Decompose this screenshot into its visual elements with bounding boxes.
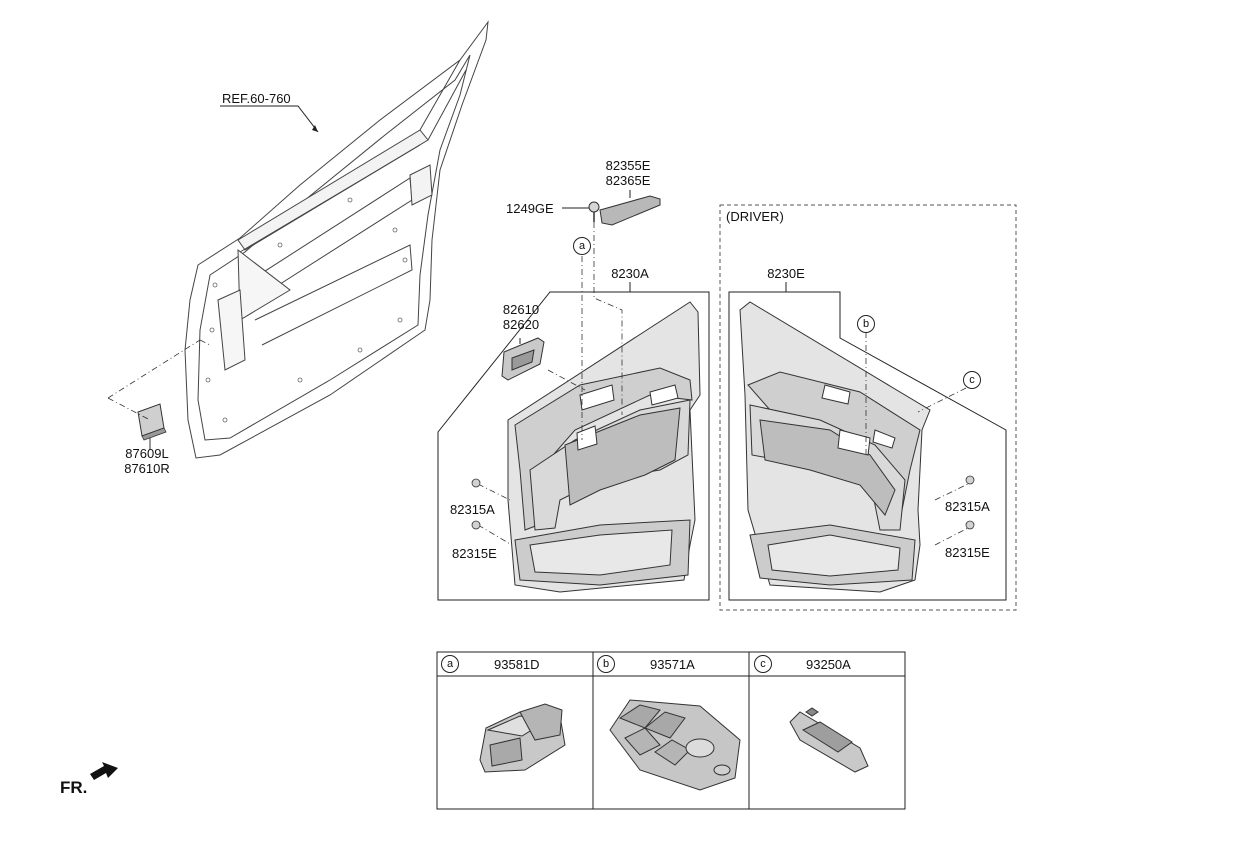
label-87609l: 87609L: [125, 446, 169, 461]
table-part-93571a: 93571A: [650, 657, 695, 672]
front-indicator: FR.: [60, 778, 88, 797]
door-trim-left: [507, 301, 701, 593]
callout-c-top: c: [963, 371, 981, 389]
label-82355: 82355E 82365E: [606, 158, 651, 188]
label-82355e: 82355E: [605, 158, 651, 173]
front-arrow-icon: [90, 762, 118, 780]
door-trim-right: [739, 301, 931, 593]
handle-82610: [501, 337, 545, 381]
label-8230a: 8230A: [611, 266, 649, 281]
callout-b-top: b: [857, 315, 875, 333]
driver-label: (DRIVER): [726, 209, 784, 224]
label-82620: 82620: [502, 317, 540, 332]
door-frame-holes: [205, 197, 408, 423]
plug-87609: [107, 339, 211, 450]
ref-leader: [220, 105, 319, 133]
door-frame: [184, 20, 489, 459]
label-82315a-right: 82315A: [945, 499, 990, 514]
clip-1249ge: [562, 201, 600, 222]
leaders-right: [865, 332, 969, 546]
label-8230e: 8230E: [767, 266, 805, 281]
leaders-left: [477, 222, 623, 546]
switch-table: [436, 651, 906, 810]
table-part-93250a: 93250A: [806, 657, 851, 672]
label-87610r: 87610R: [124, 461, 170, 476]
label-1249ge: 1249GE: [506, 201, 554, 216]
label-82610: 82610 82620: [503, 302, 539, 332]
ref-label: REF.60-760: [222, 91, 291, 106]
trim-box-left: [437, 291, 710, 601]
table-callout-a: a: [441, 655, 459, 673]
driver-dashed-box: [719, 204, 1017, 611]
switch-93571a: [609, 699, 741, 791]
label-87609: 87609L 87610R: [124, 446, 170, 476]
label-82315a-left: 82315A: [450, 502, 495, 517]
table-callout-c: c: [754, 655, 772, 673]
switch-93581d: [479, 703, 566, 773]
label-82365e: 82365E: [605, 173, 651, 188]
clips-82315-left: [471, 478, 481, 530]
table-callout-b: b: [597, 655, 615, 673]
callout-a-top: a: [573, 237, 591, 255]
switch-93250a: [789, 707, 869, 773]
clips-82315-right: [965, 475, 975, 530]
label-82315e-left: 82315E: [452, 546, 497, 561]
table-part-93581d: 93581D: [494, 657, 540, 672]
garnish-82355e: [599, 190, 661, 226]
label-82610-top: 82610: [502, 302, 540, 317]
trim-box-right: [728, 291, 1007, 601]
label-82315e-right: 82315E: [945, 545, 990, 560]
